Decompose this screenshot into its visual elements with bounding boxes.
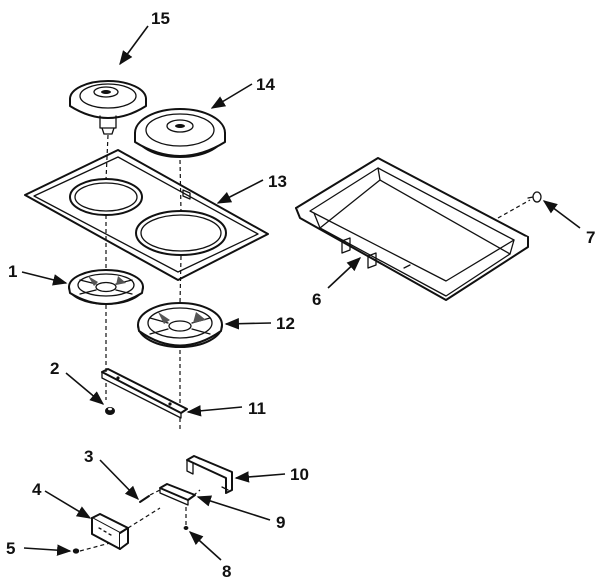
callout-9: 9 (276, 513, 285, 532)
callout-14: 14 (256, 75, 275, 94)
part-1-small-drip-bowl (68, 269, 144, 305)
callout-7: 7 (586, 228, 595, 247)
part-5-screw (72, 548, 80, 554)
callout-4: 4 (32, 480, 42, 499)
callout-8: 8 (222, 562, 231, 581)
part-13-cooktop-panel (24, 149, 269, 281)
alignment-lines-left (105, 134, 182, 430)
part-15-small-burner-element (69, 80, 147, 135)
callout-1: 1 (8, 262, 17, 281)
callout-10: 10 (290, 465, 309, 484)
callout-3: 3 (84, 447, 93, 466)
callout-2: 2 (50, 359, 59, 378)
callout-15: 15 (151, 9, 170, 28)
part-8-screw (183, 526, 189, 530)
part-3-clip (139, 495, 150, 503)
part-14-large-burner-element (134, 108, 226, 158)
part-2-nut (105, 407, 115, 415)
part-4-terminal-block (91, 513, 129, 550)
callout-11: 11 (248, 399, 266, 418)
alignment-lines-lower (79, 489, 201, 552)
callout-6: 6 (312, 290, 321, 309)
callout-12: 12 (276, 314, 295, 333)
callout-13: 13 (268, 172, 287, 191)
callout-leaders (21, 25, 581, 561)
part-10-mounting-bracket (186, 455, 233, 494)
part-6-drip-tray (295, 157, 529, 301)
part-12-large-drip-bowl (137, 302, 223, 348)
callout-5: 5 (6, 539, 15, 558)
alignment-lines-right (497, 199, 531, 219)
part-7-screw (527, 191, 542, 203)
part-9-switch-plate (159, 483, 196, 506)
callout-labels: 15 14 13 1 12 2 11 6 7 3 10 9 4 8 5 (6, 9, 595, 581)
